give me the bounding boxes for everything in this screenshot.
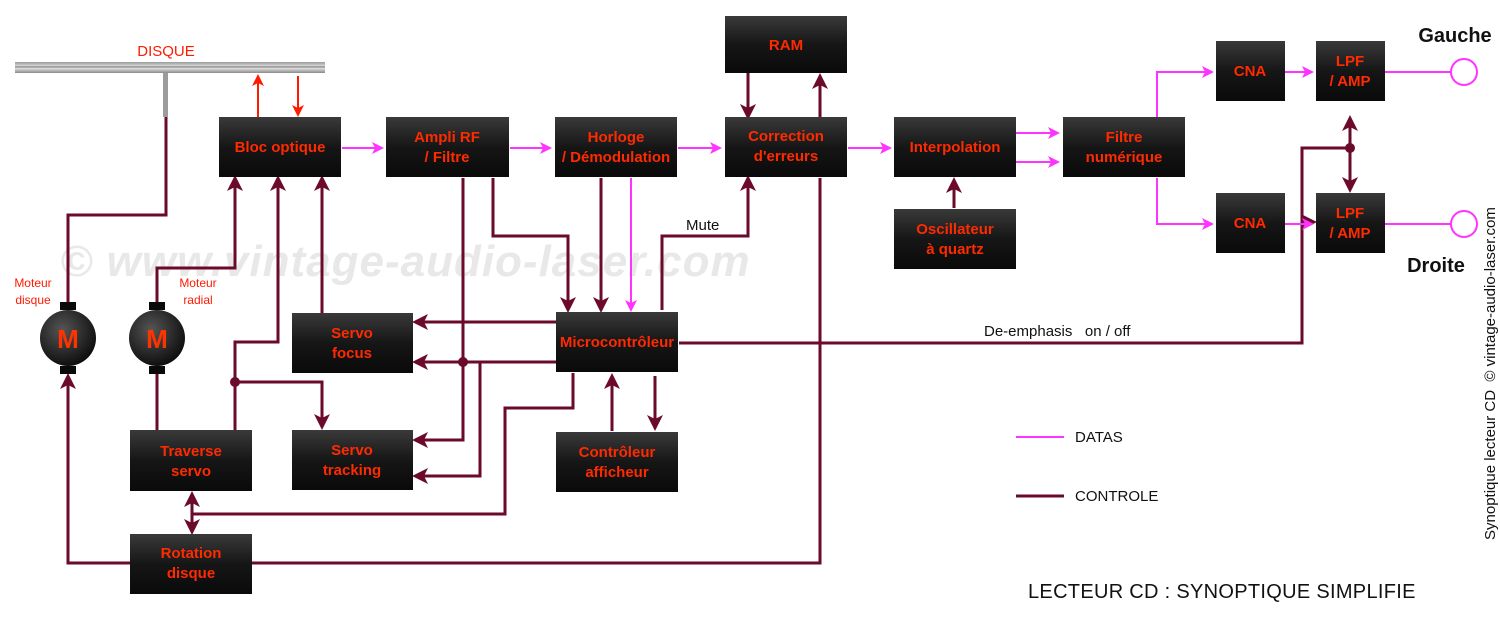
svg-text:Traverse: Traverse (160, 443, 222, 460)
block-cna-left: CNA (1216, 41, 1285, 101)
svg-text:afficheur: afficheur (585, 464, 649, 481)
block-correction-erreurs: Correction d'erreurs (725, 117, 847, 177)
svg-text:M: M (146, 324, 168, 354)
junction-dot (230, 377, 240, 387)
block-lpf-right: LPF / AMP (1316, 193, 1385, 253)
svg-text:Correction: Correction (748, 128, 824, 145)
block-horloge-demodulation: Horloge / Démodulation (555, 117, 677, 177)
radial-motor-label: Moteur (179, 276, 216, 290)
deemphasis-label: De-emphasis on / off (984, 323, 1131, 340)
svg-text:Bloc optique: Bloc optique (235, 139, 326, 156)
svg-text:servo: servo (171, 463, 211, 480)
control-lines (60, 73, 1358, 565)
data-lines (342, 66, 1452, 312)
svg-text:Interpolation: Interpolation (910, 139, 1001, 156)
svg-text:Contrôleur: Contrôleur (579, 444, 656, 461)
svg-text:Servo: Servo (331, 325, 373, 342)
block-ram: RAM (725, 16, 847, 73)
svg-text:Oscillateur: Oscillateur (916, 221, 994, 238)
block-ampli-rf: Ampli RF / Filtre (386, 117, 509, 177)
disc-motor-icon: M (40, 302, 96, 374)
svg-text:Horloge: Horloge (588, 129, 645, 146)
block-traverse-servo: Traverse servo (130, 430, 252, 491)
svg-text:/ AMP: / AMP (1329, 225, 1370, 242)
svg-text:LPF: LPF (1336, 53, 1364, 70)
svg-text:/ AMP: / AMP (1329, 73, 1370, 90)
block-microcontroleur: Microcontrôleur (556, 312, 678, 372)
block-filtre-numerique: Filtre numérique (1063, 117, 1185, 177)
svg-text:tracking: tracking (323, 462, 381, 479)
block-lpf-left: LPF / AMP (1316, 41, 1385, 101)
output-left-label: Gauche (1418, 25, 1491, 47)
svg-text:à quartz: à quartz (926, 241, 984, 258)
radial-motor-label: radial (183, 293, 212, 307)
block-servo-tracking: Servo tracking (292, 430, 413, 490)
svg-text:M: M (57, 324, 79, 354)
junction-dot (458, 357, 468, 367)
svg-text:focus: focus (332, 345, 372, 362)
disc-motor-label: Moteur (14, 276, 51, 290)
block-interpolation: Interpolation (894, 117, 1016, 177)
block-rotation-disque: Rotation disque (130, 534, 252, 594)
svg-text:CNA: CNA (1234, 63, 1267, 80)
block-controleur-afficheur: Contrôleur afficheur (556, 432, 678, 492)
disc-label: DISQUE (137, 43, 195, 60)
block-servo-focus: Servo focus (292, 313, 413, 373)
block-oscillateur-quartz: Oscillateur à quartz (894, 209, 1016, 269)
svg-text:LPF: LPF (1336, 205, 1364, 222)
legend-control-label: CONTROLE (1075, 488, 1158, 505)
output-right-label: Droite (1407, 255, 1465, 277)
side-credit: Synoptique lecteur CD © vintage-audio-la… (1482, 207, 1499, 540)
diagram-title: LECTEUR CD : SYNOPTIQUE SIMPLIFIE (1028, 581, 1416, 603)
svg-text:/ Démodulation: / Démodulation (562, 149, 670, 166)
disc-motor-label: disque (15, 293, 51, 307)
output-right-jack (1450, 210, 1478, 238)
watermark-text: © www.vintage-audio-laser.com (60, 237, 751, 286)
output-left-jack (1450, 58, 1478, 86)
svg-text:Servo: Servo (331, 442, 373, 459)
disc-spindle (163, 73, 168, 117)
legend: DATAS CONTROLE (1016, 429, 1158, 505)
svg-text:CNA: CNA (1234, 215, 1267, 232)
svg-text:Microcontrôleur: Microcontrôleur (560, 334, 674, 351)
svg-text:Rotation: Rotation (161, 545, 222, 562)
svg-text:Filtre: Filtre (1106, 129, 1143, 146)
svg-text:numérique: numérique (1086, 149, 1163, 166)
mute-label: Mute (686, 217, 719, 234)
junction-dot (1345, 143, 1355, 153)
svg-text:/ Filtre: / Filtre (424, 149, 469, 166)
radial-motor-icon: M (129, 302, 185, 374)
disc-read-arrows (252, 74, 304, 117)
block-cna-right: CNA (1216, 193, 1285, 253)
svg-text:disque: disque (167, 565, 215, 582)
block-bloc-optique: Bloc optique (219, 117, 341, 177)
svg-text:RAM: RAM (769, 37, 803, 54)
svg-text:Ampli RF: Ampli RF (414, 129, 480, 146)
svg-text:d'erreurs: d'erreurs (754, 148, 818, 165)
legend-data-label: DATAS (1075, 429, 1123, 446)
